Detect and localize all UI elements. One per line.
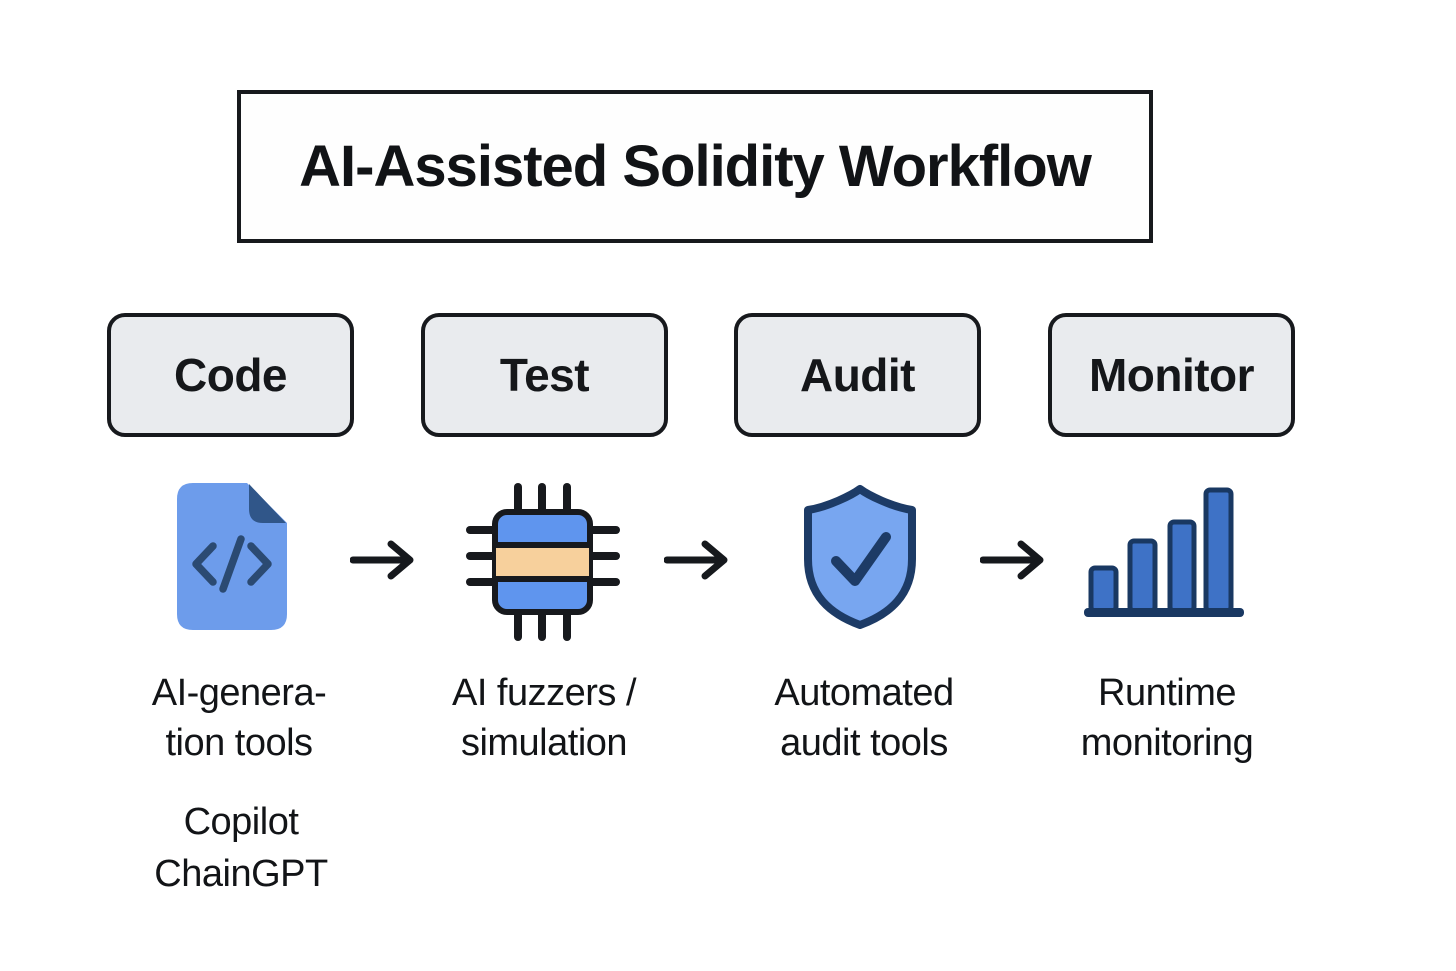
stage-label-test: Test bbox=[499, 349, 590, 401]
caption-monitor-line1: Runtime bbox=[1098, 672, 1237, 714]
shield-check-icon bbox=[804, 485, 916, 629]
stage-box-code: Code bbox=[107, 313, 354, 437]
stage-label-code: Code bbox=[174, 349, 288, 401]
caption-code-line2: tion tools bbox=[165, 722, 313, 764]
code-file-icon bbox=[177, 483, 287, 630]
arrow-right-icon bbox=[980, 540, 1044, 580]
caption-audit: Automated audit tools bbox=[694, 668, 1034, 768]
subcaption-chaingpt: ChainGPT bbox=[154, 853, 328, 895]
chip-icon bbox=[466, 483, 620, 641]
stage-box-test: Test bbox=[421, 313, 668, 437]
caption-test-line2: simulation bbox=[460, 722, 628, 764]
stage-label-monitor: Monitor bbox=[1088, 349, 1255, 401]
caption-code: AI-genera- tion tools bbox=[69, 668, 409, 768]
caption-test: AI fuzzers / simulation bbox=[374, 668, 714, 768]
caption-monitor-line2: monitoring bbox=[1080, 722, 1254, 764]
stage-box-audit: Audit bbox=[734, 313, 981, 437]
caption-audit-line2: audit tools bbox=[780, 722, 948, 764]
caption-audit-line1: Automated bbox=[774, 672, 954, 714]
bar-chart-icon bbox=[1084, 487, 1244, 617]
caption-test-line1: AI fuzzers / bbox=[451, 672, 637, 714]
subcaption-code-tools: Copilot ChainGPT bbox=[71, 796, 411, 900]
caption-monitor: Runtime monitoring bbox=[997, 668, 1337, 768]
arrow-right-icon bbox=[350, 540, 414, 580]
title-box: AI-Assisted Solidity Workflow bbox=[237, 90, 1153, 243]
stage-label-audit: Audit bbox=[799, 349, 916, 401]
caption-code-line1: AI-genera- bbox=[151, 672, 327, 714]
arrow-right-icon bbox=[664, 540, 728, 580]
subcaption-copilot: Copilot bbox=[183, 801, 299, 843]
stage-box-monitor: Monitor bbox=[1048, 313, 1295, 437]
diagram-title: AI-Assisted Solidity Workflow bbox=[299, 134, 1092, 199]
